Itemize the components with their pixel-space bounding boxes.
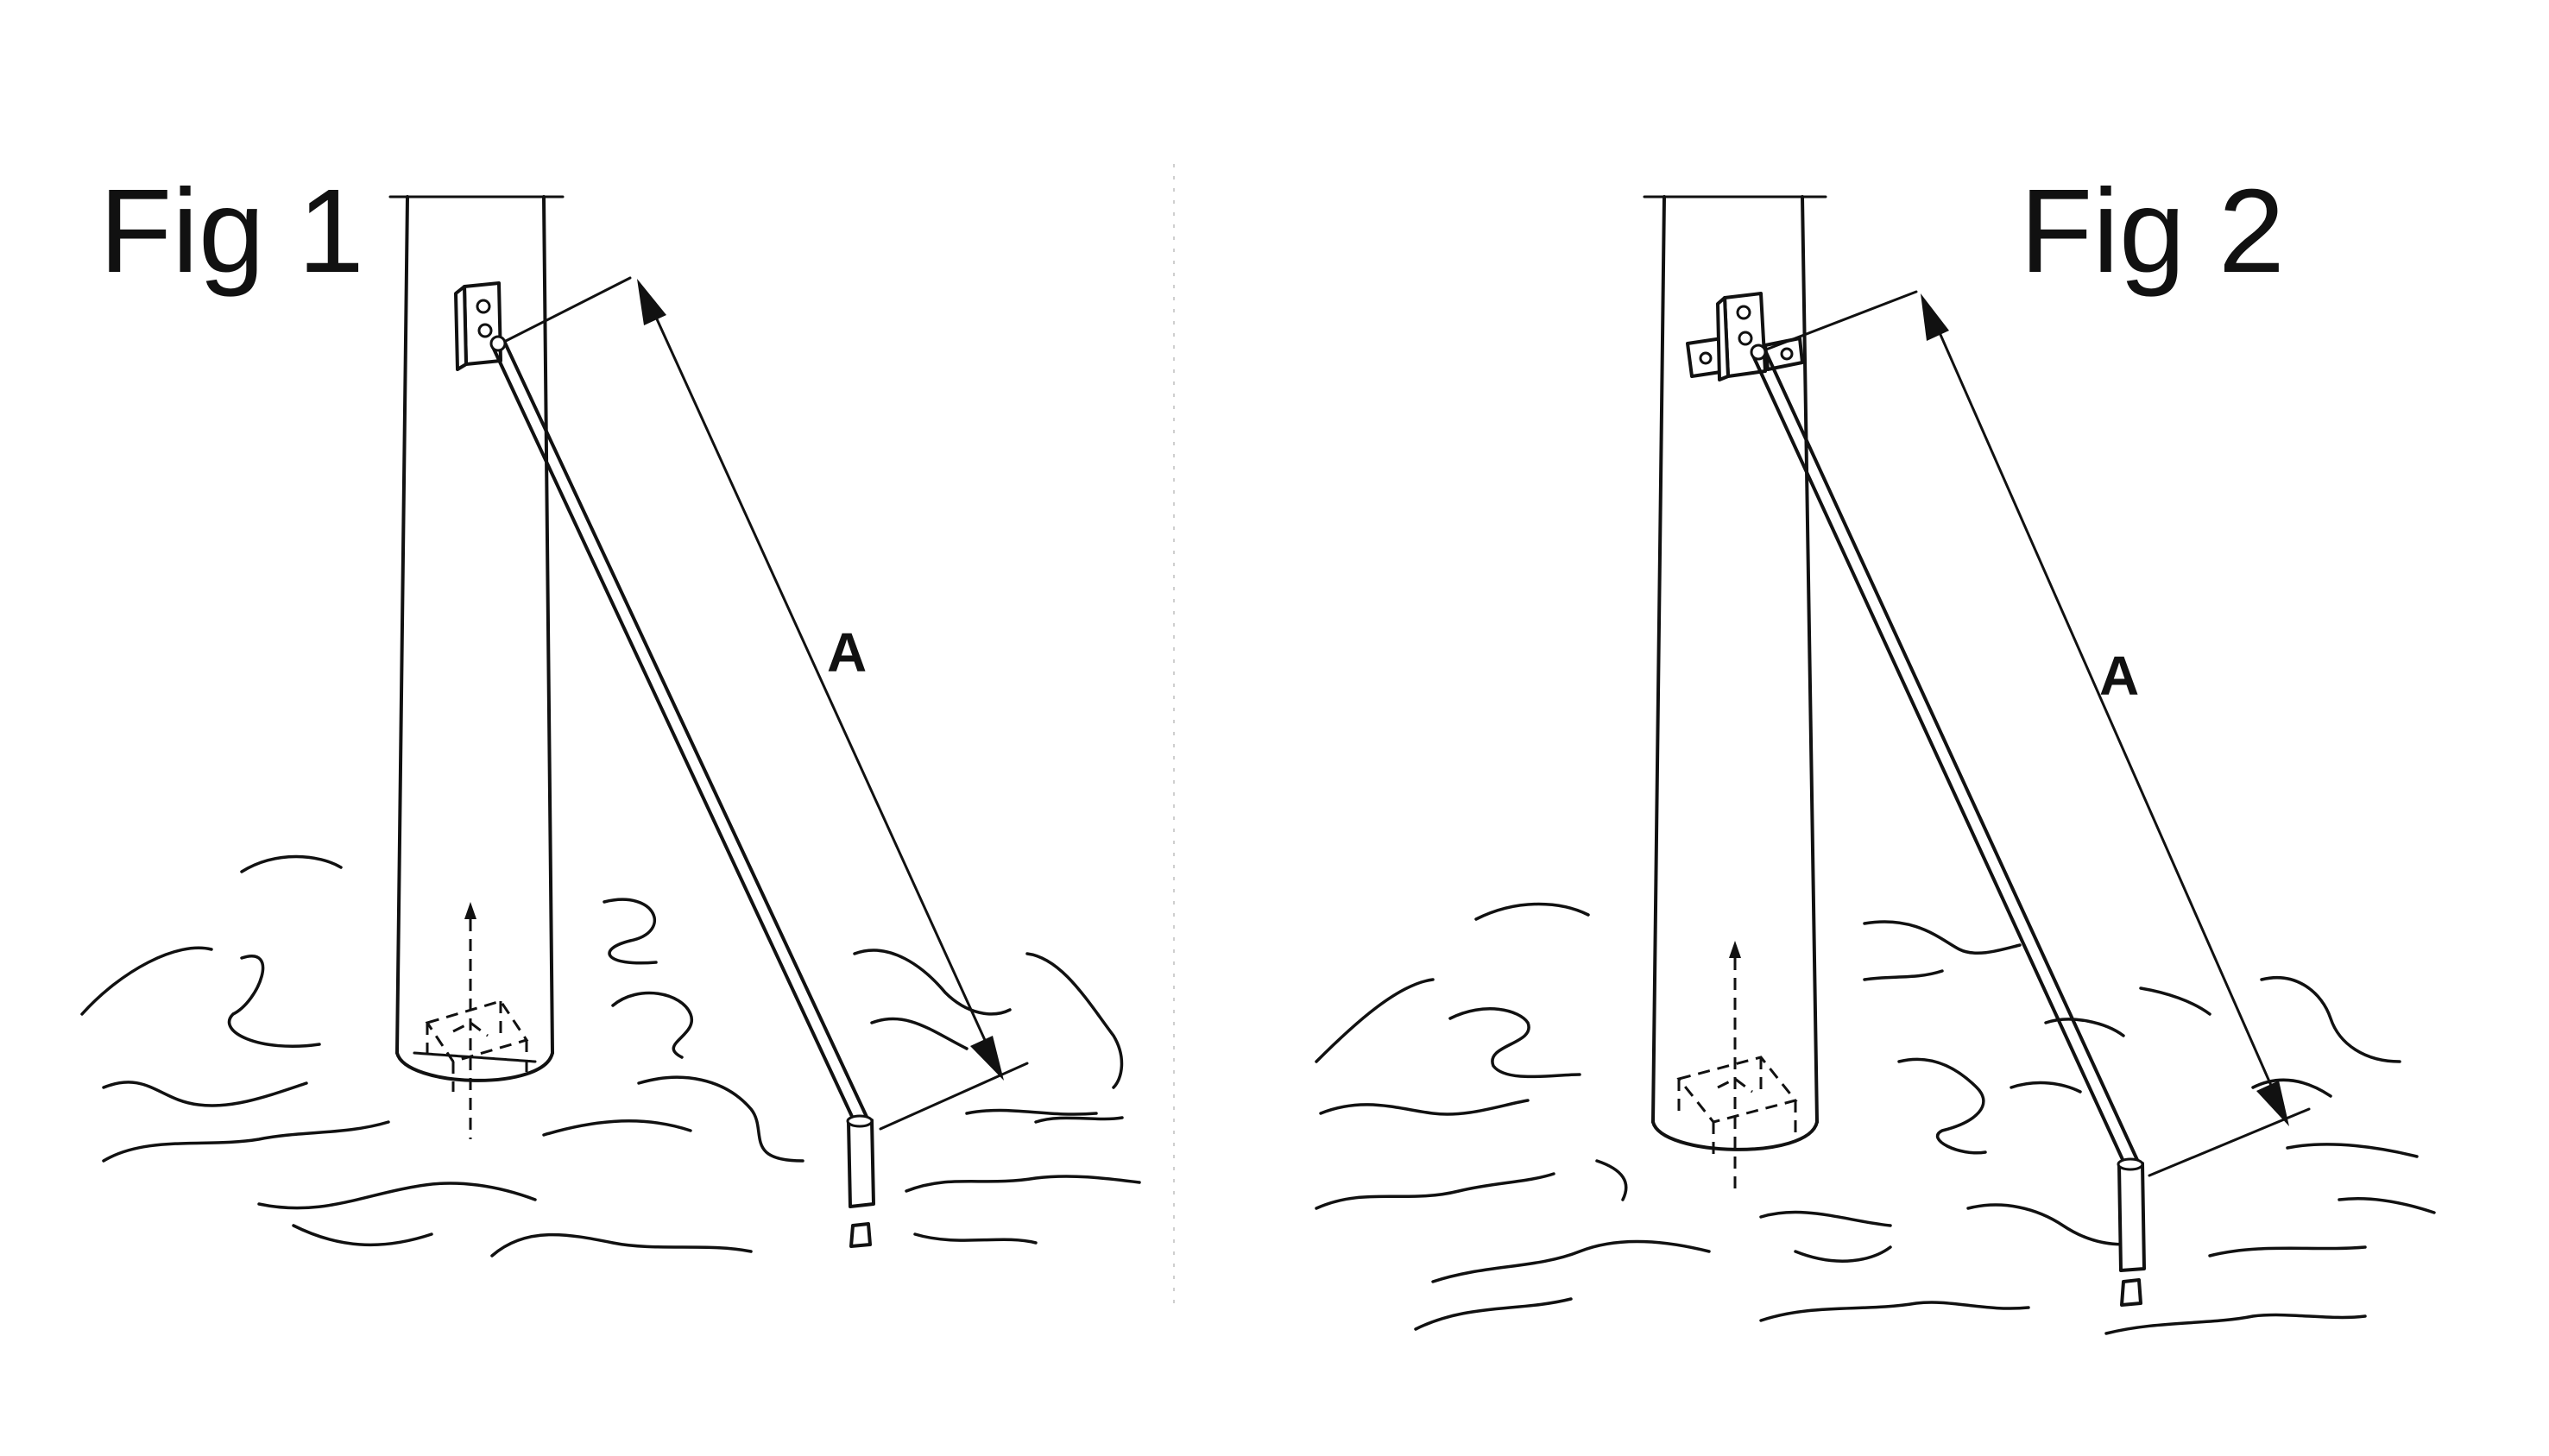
dimension-a: A [504,276,1029,1131]
pole-bracket-winged [1686,292,1804,381]
figure-1-title: Fig 1 [99,165,364,298]
dimension-label-a: A [827,621,867,684]
foundation-anchor [425,902,529,1139]
ground-stake [846,1114,875,1248]
pole [1643,195,1827,1151]
dimension-a: A [1764,290,2311,1177]
dimension-label-a: A [2099,645,2139,707]
figure-2: Fig 2 [1315,165,2436,1335]
figure-2-title: Fig 2 [2020,165,2285,298]
pole [388,195,565,1082]
foundation-anchor [1676,941,1798,1191]
ground-surface-waves [1315,902,2436,1335]
ground-surface-waves [80,854,1141,1257]
brace-rod [1750,344,2139,1167]
ground-stake [2117,1157,2146,1307]
figure-1: Fig 1 [80,165,1141,1257]
brace-rod [489,335,868,1124]
pole-bracket [454,281,502,371]
